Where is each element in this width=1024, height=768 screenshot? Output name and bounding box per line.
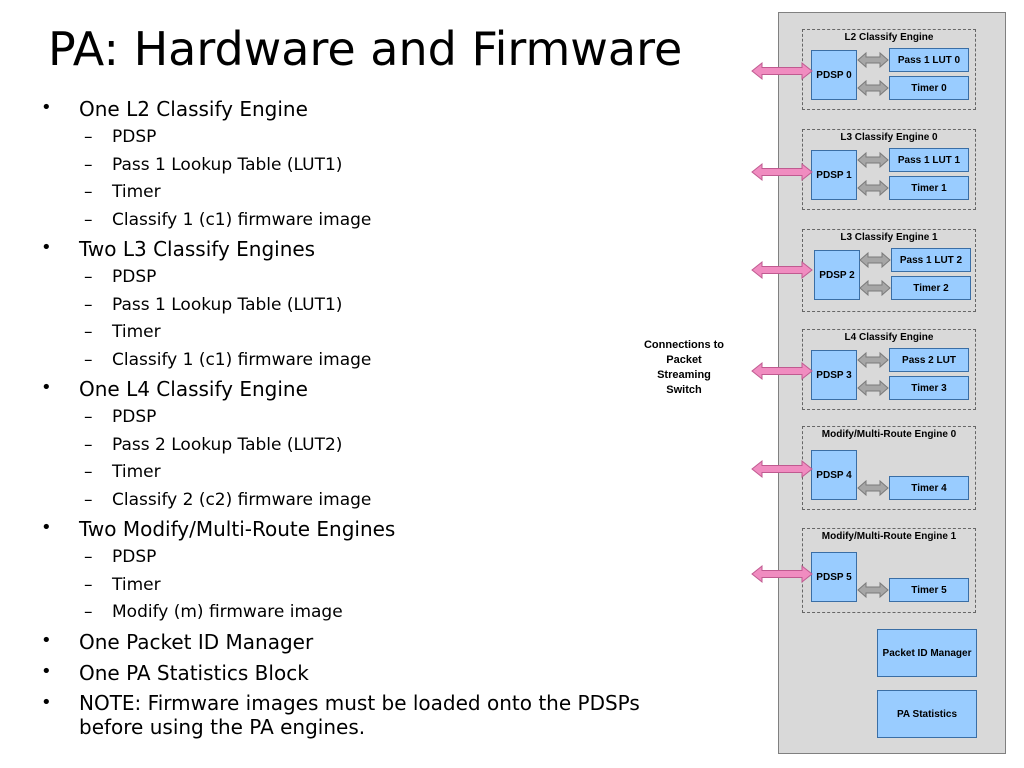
bullet-mark: •	[41, 97, 52, 118]
bullet-mark: •	[41, 692, 52, 713]
timer-block: Timer 2	[891, 276, 971, 300]
bullet-list: •One L2 Classify Engine –PDSP –Pass 1 Lo…	[41, 97, 679, 739]
sub-bullet-text: PDSP	[112, 267, 157, 287]
slide-title: PA: Hardware and Firmware	[48, 22, 683, 76]
bullet-text: Two Modify/Multi-Route Engines	[79, 517, 396, 541]
pdsp-block: PDSP 0	[811, 50, 857, 100]
timer-block: Timer 5	[889, 578, 969, 602]
bullet-mark: •	[41, 630, 52, 651]
bullet-mark: •	[41, 237, 52, 258]
sub-bullet-mark: –	[84, 267, 93, 287]
sub-bullet-item: –Classify 2 (c2) firmware image	[84, 490, 372, 510]
sub-bullet-item: –PDSP	[84, 267, 157, 287]
engine-title: L3 Classify Engine 1	[840, 232, 938, 243]
engine-title: Modify/Multi-Route Engine 0	[821, 429, 957, 440]
sub-bullet-item: –Modify (m) firmware image	[84, 602, 343, 622]
pa-statistics-block: PA Statistics	[877, 690, 977, 738]
bullet-text: Two L3 Classify Engines	[79, 237, 316, 261]
engine-title: L4 Classify Engine	[844, 332, 934, 343]
sub-bullet-mark: –	[84, 350, 93, 370]
sub-bullet-text: PDSP	[112, 127, 157, 147]
sub-bullet-mark: –	[84, 462, 93, 482]
lut-block: Pass 1 LUT 0	[889, 48, 969, 72]
engine-title: L2 Classify Engine	[844, 32, 934, 43]
timer-block: Timer 1	[889, 176, 969, 200]
sub-bullet-text: Classify 1 (c1) firmware image	[112, 350, 372, 370]
sub-bullet-text: Pass 1 Lookup Table (LUT1)	[112, 155, 343, 175]
sub-bullet-text: PDSP	[112, 407, 157, 427]
bullet-item: • Two L3 Classify Engines	[41, 237, 316, 261]
engine-title: L3 Classify Engine 0	[840, 132, 938, 143]
bullet-text: One L4 Classify Engine	[79, 377, 308, 401]
pdsp-block: PDSP 5	[811, 552, 857, 602]
sub-bullet-text: PDSP	[112, 547, 157, 567]
sub-bullet-text: Classify 1 (c1) firmware image	[112, 210, 372, 230]
connections-label: Connections to Packet Streaming Switch	[643, 339, 725, 396]
sub-bullet-item: –Pass 2 Lookup Table (LUT2)	[84, 435, 343, 455]
sub-bullet-mark: –	[84, 547, 93, 567]
sub-bullet-mark: –	[84, 182, 93, 202]
sub-bullet-mark: –	[84, 155, 93, 175]
sub-bullet-item: –Pass 1 Lookup Table (LUT1)	[84, 295, 343, 315]
sub-bullet-mark: –	[84, 575, 93, 595]
pdsp-block: PDSP 3	[811, 350, 857, 400]
sub-bullet-text: Timer	[112, 322, 161, 342]
bullet-mark: •	[41, 661, 52, 682]
sub-bullet-item: –Pass 1 Lookup Table (LUT1)	[84, 155, 343, 175]
sub-bullet-text: Classify 2 (c2) firmware image	[112, 490, 372, 510]
sub-bullet-text: Pass 1 Lookup Table (LUT1)	[112, 295, 343, 315]
bullet-item: • One PA Statistics Block	[41, 661, 309, 685]
sub-bullet-text: Pass 2 Lookup Table (LUT2)	[112, 435, 343, 455]
timer-block: Timer 3	[889, 376, 969, 400]
sub-bullet-item: –PDSP	[84, 547, 157, 567]
sub-bullet-text: Timer	[112, 462, 161, 482]
lut-block: Pass 1 LUT 1	[889, 148, 969, 172]
bullet-text: One PA Statistics Block	[79, 661, 309, 685]
sub-bullet-item: –Timer	[84, 575, 161, 595]
sub-bullet-item: –Classify 1 (c1) firmware image	[84, 210, 372, 230]
sub-bullet-text: Timer	[112, 182, 161, 202]
sub-bullet-mark: –	[84, 295, 93, 315]
sub-bullet-mark: –	[84, 210, 93, 230]
bullet-mark: •	[41, 377, 52, 398]
bullet-item: • Two Modify/Multi-Route Engines	[41, 517, 396, 541]
bullet-item: • One Packet ID Manager	[41, 630, 314, 654]
sub-bullet-item: –Classify 1 (c1) firmware image	[84, 350, 372, 370]
pdsp-block: PDSP 1	[811, 150, 857, 200]
bullet-text: One L2 Classify Engine	[79, 97, 308, 121]
timer-block: Timer 4	[889, 476, 969, 500]
bullet-item-note: • NOTE: Firmware images must be loaded on…	[41, 691, 679, 739]
sub-bullet-mark: –	[84, 322, 93, 342]
sub-bullet-mark: –	[84, 435, 93, 455]
sub-bullet-item: –Timer	[84, 322, 161, 342]
sub-bullet-item: –PDSP	[84, 127, 157, 147]
timer-block: Timer 0	[889, 76, 969, 100]
lut-block: Pass 2 LUT	[889, 348, 969, 372]
sub-bullet-mark: –	[84, 602, 93, 622]
sub-bullet-mark: –	[84, 127, 93, 147]
sub-bullet-item: –PDSP	[84, 407, 157, 427]
pdsp-block: PDSP 2	[814, 250, 860, 300]
bullet-item: • One L2 Classify Engine	[41, 97, 308, 121]
sub-bullet-text: Timer	[112, 575, 161, 595]
sub-bullet-mark: –	[84, 407, 93, 427]
bullet-text: NOTE: Firmware images must be loaded ont…	[79, 691, 640, 739]
bullet-text: One Packet ID Manager	[79, 630, 314, 654]
sub-bullet-mark: –	[84, 490, 93, 510]
engine-title: Modify/Multi-Route Engine 1	[821, 531, 957, 542]
lut-block: Pass 1 LUT 2	[891, 248, 971, 272]
bullet-mark: •	[41, 517, 52, 538]
pdsp-block: PDSP 4	[811, 450, 857, 500]
sub-bullet-item: –Timer	[84, 462, 161, 482]
bullet-item: • One L4 Classify Engine	[41, 377, 308, 401]
packet-id-manager-block: Packet ID Manager	[877, 629, 977, 677]
sub-bullet-text: Modify (m) firmware image	[112, 602, 343, 622]
sub-bullet-item: –Timer	[84, 182, 161, 202]
